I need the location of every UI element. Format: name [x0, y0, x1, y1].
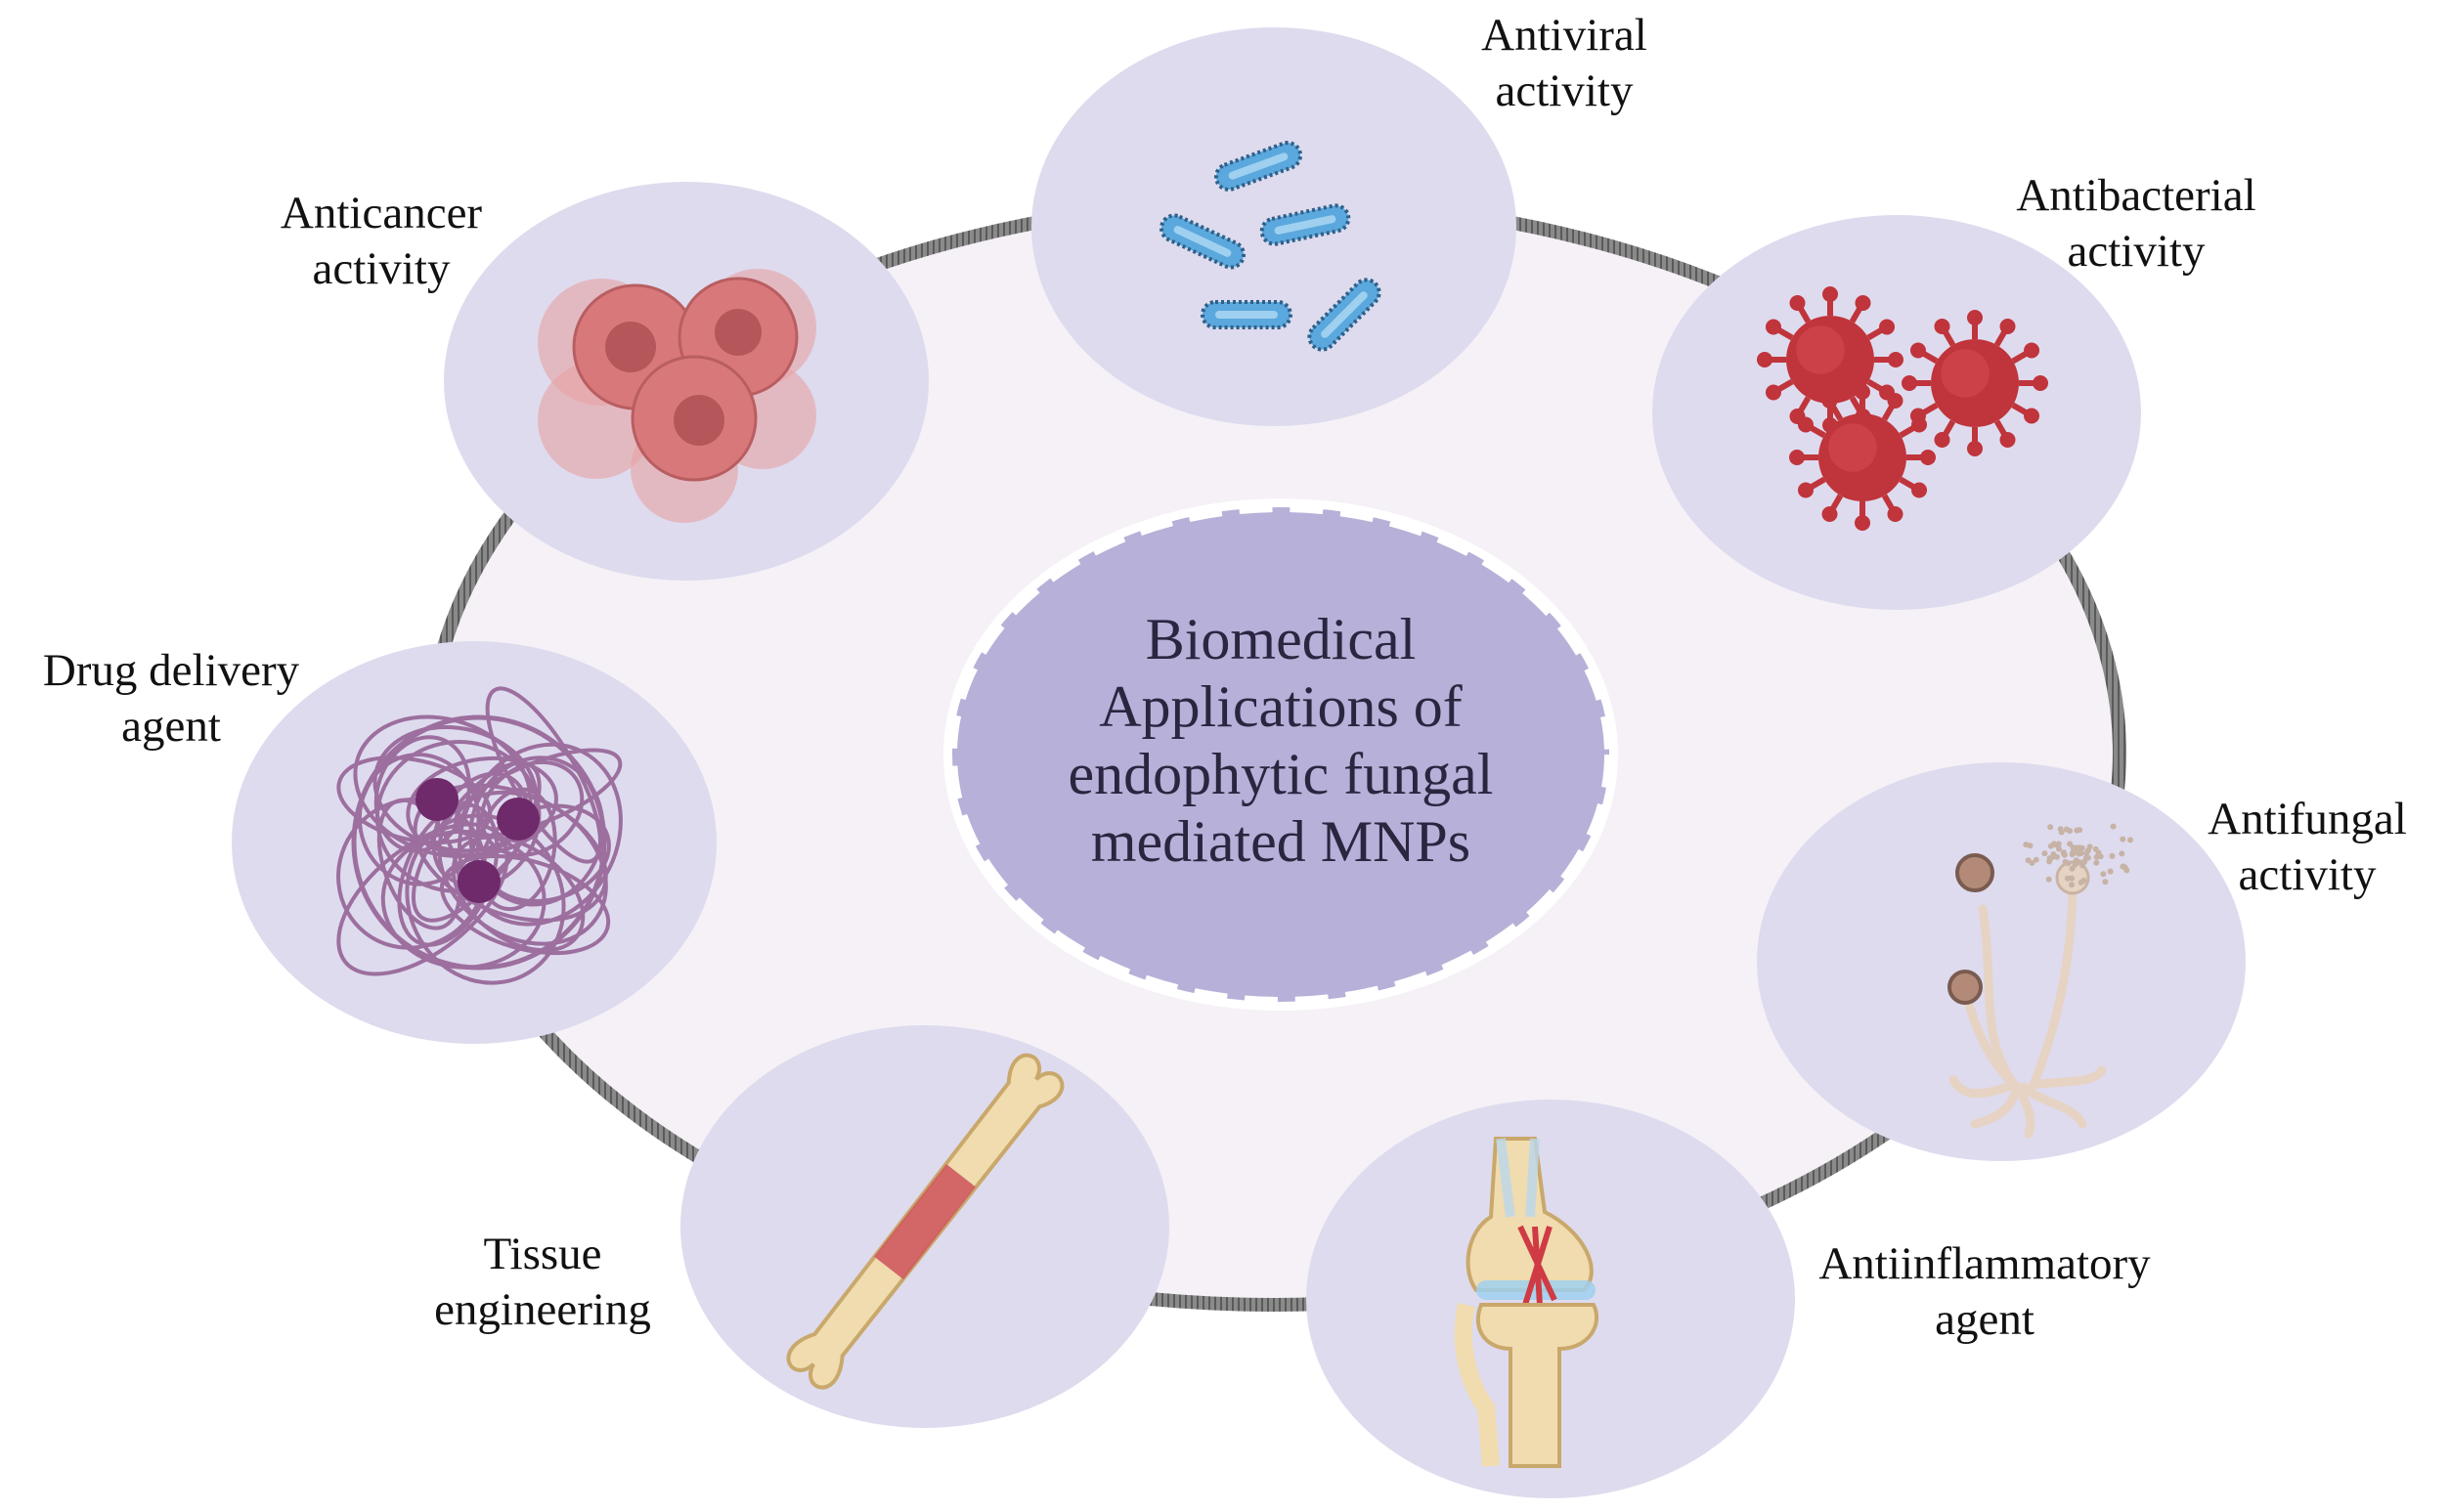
bone-icon: [786, 1053, 1065, 1390]
bacterium-3: [1789, 384, 1936, 531]
label-anticancer: Anticancer activity: [280, 188, 483, 294]
center-title-line-2: Applications of: [1099, 674, 1463, 739]
label-antiinflammatory: Antiinflammatory agent: [1818, 1238, 2151, 1345]
knee-joint-icon: [1454, 1137, 1599, 1468]
center-title-line-3: endophytic fungal: [1068, 742, 1494, 806]
spore-cloud-icon: [2023, 823, 2133, 888]
center-title-line-4: mediated MNPs: [1090, 809, 1471, 874]
bacteria-spiky-icon: [1757, 286, 2048, 531]
drug-particles: [416, 778, 540, 903]
fungus-mold-icon: [1947, 853, 2107, 1139]
label-antifungal: Antifungal activity: [2208, 794, 2407, 900]
label-antibacterial: Antibacterial activity: [2016, 170, 2256, 277]
bubble-antibacterial: [1652, 215, 2141, 610]
virus-rods-icon: [1159, 141, 1381, 352]
label-tissue: Tissue engineering: [434, 1229, 651, 1335]
bacterium-2: [1902, 310, 2048, 456]
label-antiviral: Antiviral activity: [1481, 10, 1647, 116]
cancer-cells-icon: [538, 269, 816, 523]
center-title: Biomedical Applications of endophytic fu…: [978, 606, 1584, 876]
center-node: [943, 498, 1618, 1011]
center-title-line-1: Biomedical: [1145, 607, 1417, 671]
label-drug: Drug delivery agent: [42, 645, 300, 752]
bubble-antifungal: [1757, 762, 2246, 1161]
